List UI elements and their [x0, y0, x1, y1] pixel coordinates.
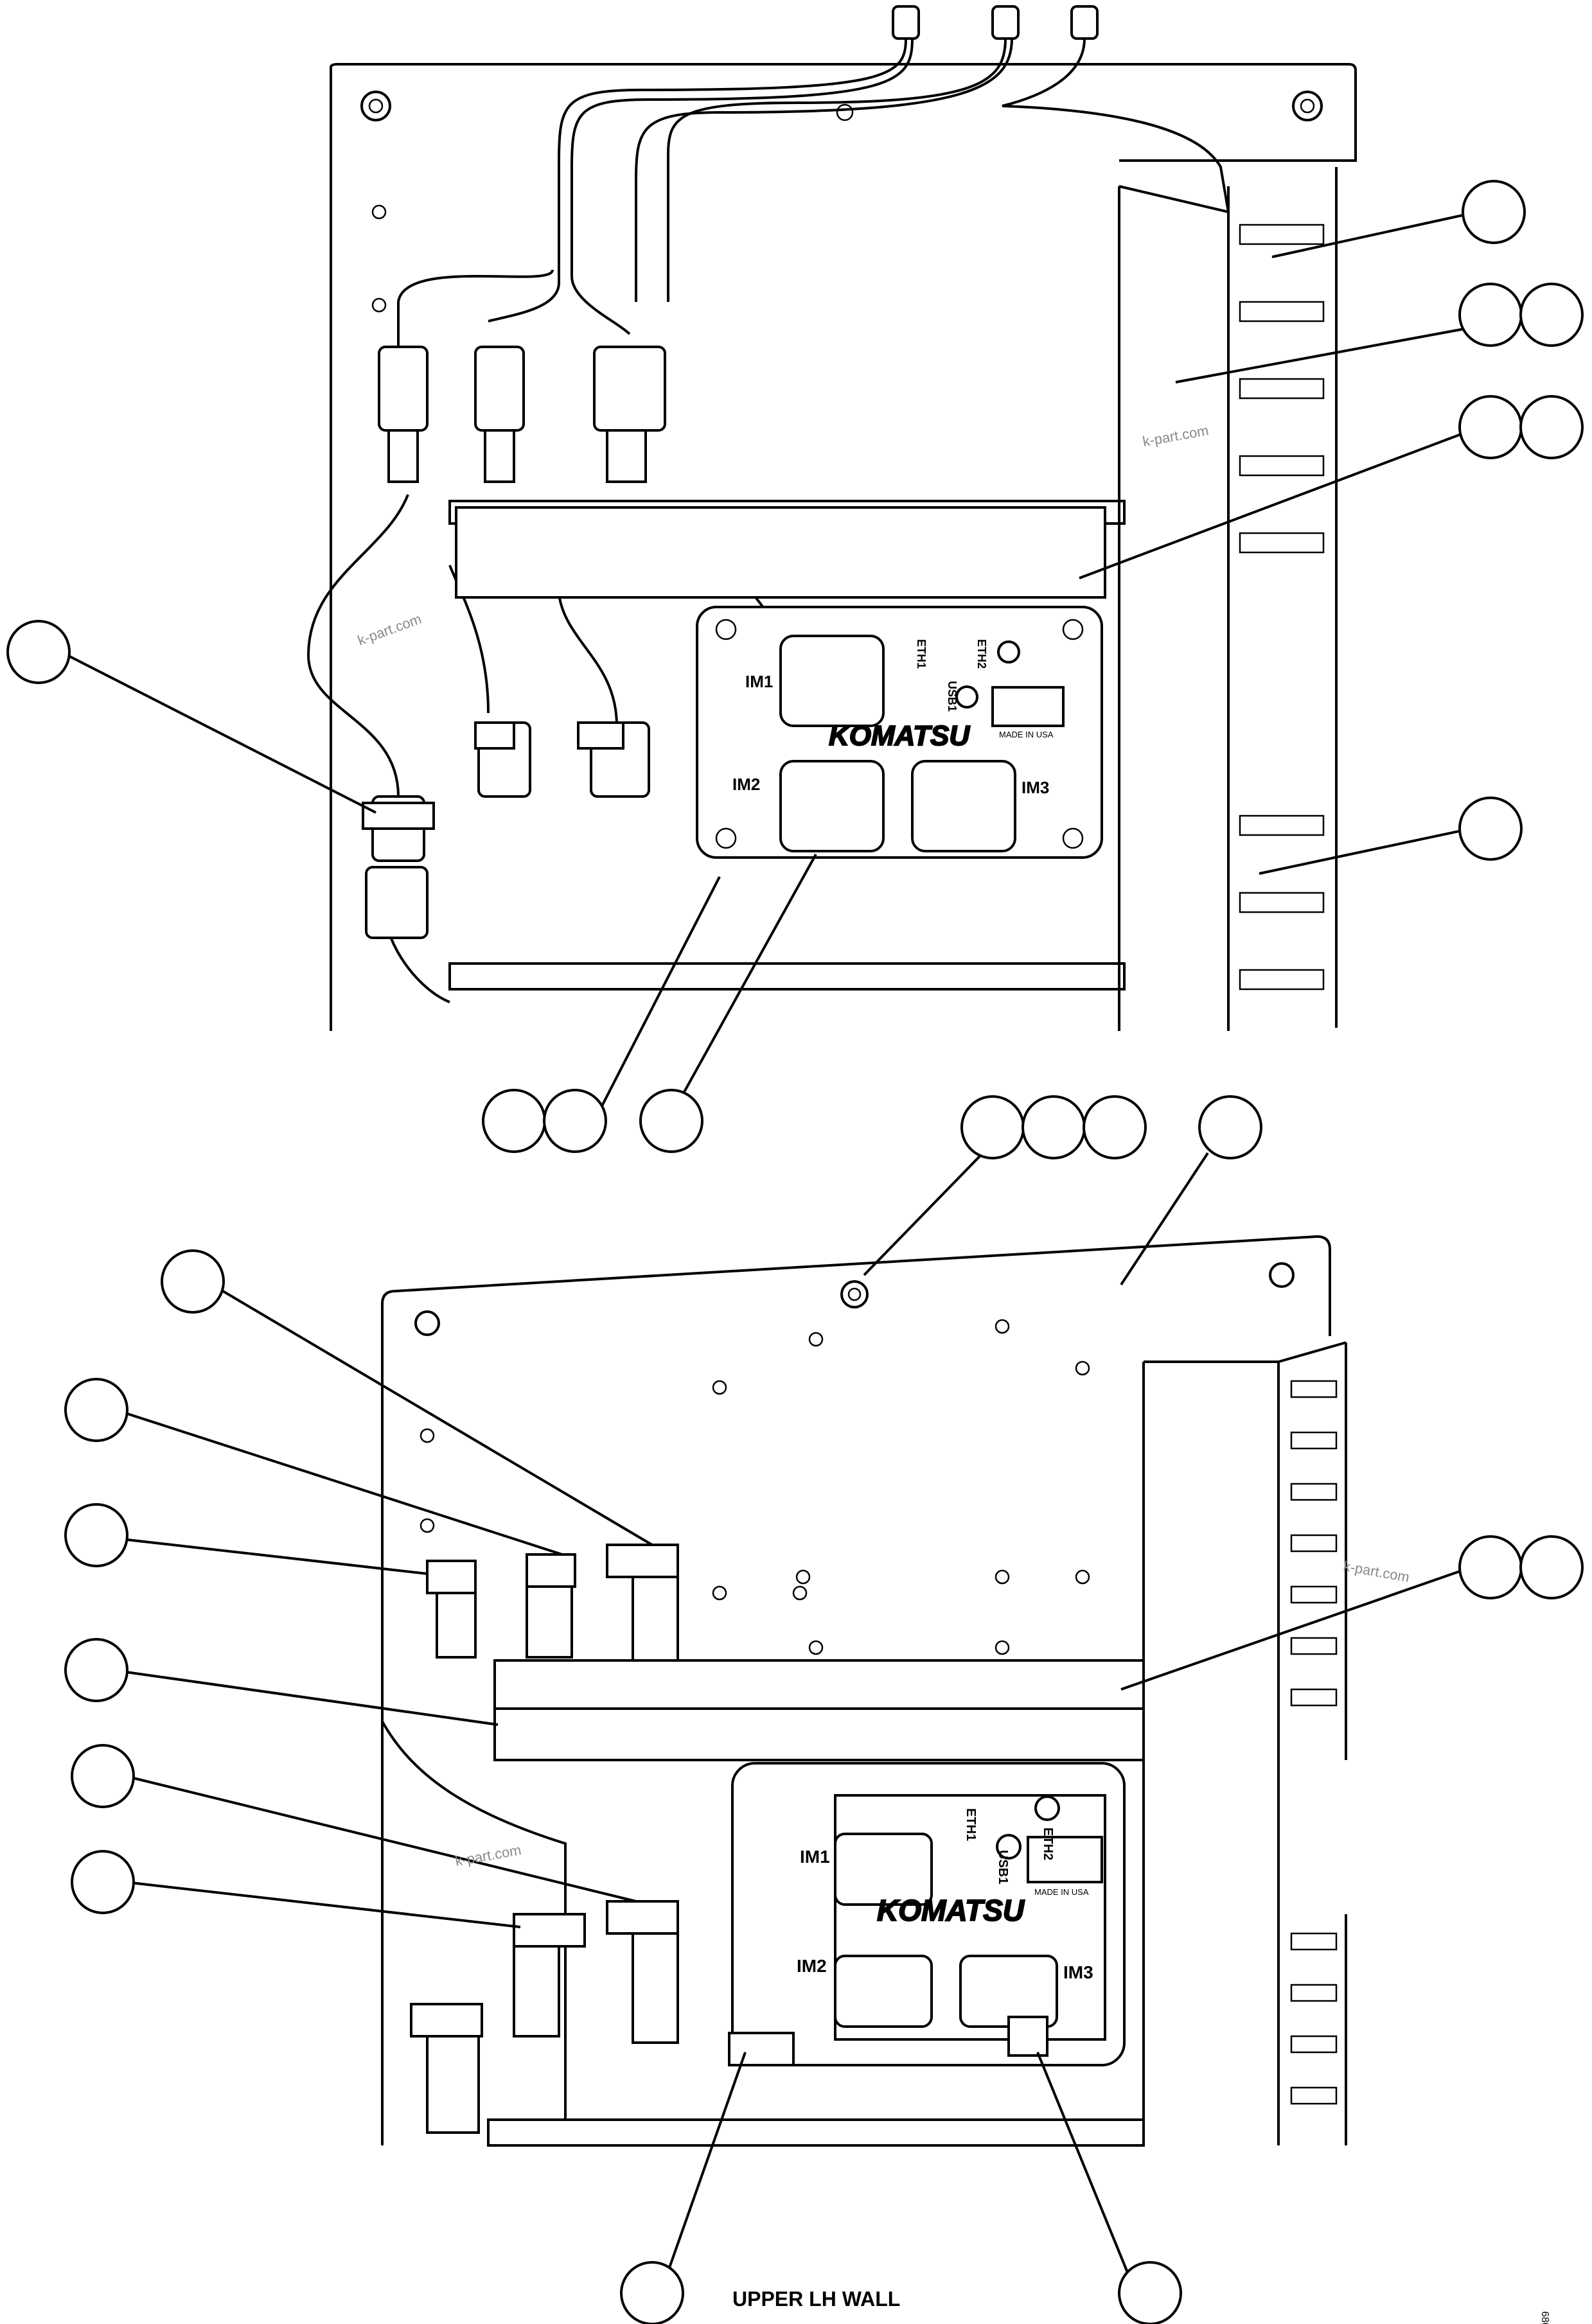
figure-code: 6805: [1539, 2311, 1550, 2324]
callout-bubble: [71, 1744, 135, 1808]
upper-mounting-panel: [330, 63, 1357, 1031]
lower-label-eth1: ETH1: [964, 1808, 978, 1841]
callout-bubble: [64, 1503, 128, 1567]
upper-controller: IM1 IM2 IM3 ETH1 ETH2 USB1 KOMATSU MADE …: [696, 606, 1103, 859]
lower-controller: IM1 IM2 IM3 ETH1 ETH2 USB1 KOMATSU MADE …: [728, 1762, 1126, 2066]
upper-connectors-top: [378, 346, 666, 483]
upper-label-im2: IM2: [732, 775, 760, 794]
callout-bubble: [6, 620, 71, 684]
lower-label-eth2: ETH2: [1041, 1827, 1055, 1860]
callout-bubble: [64, 1378, 128, 1442]
cable-glands: [892, 5, 1099, 40]
watermark-2: k-part.com: [355, 611, 423, 649]
callout-bubble: [1022, 1095, 1086, 1159]
callout-bubble: [482, 1089, 546, 1153]
callout-bubble: [620, 2261, 684, 2324]
upper-label-im3: IM3: [1022, 778, 1049, 797]
upper-label-im1: IM1: [745, 672, 773, 691]
lower-view: IM1 IM2 IM3 ETH1 ETH2 USB1 KOMATSU MADE …: [64, 1095, 1584, 2324]
callout-bubble: [1083, 1095, 1147, 1159]
watermark-1: k-part.com: [1142, 422, 1210, 450]
upper-panel-bolts: [360, 91, 1323, 313]
lower-brand-logo: KOMATSU: [877, 1894, 1025, 1927]
callout-bubble: [1458, 1535, 1523, 1599]
lower-top-callouts: [960, 1095, 1262, 1159]
upper-connectors-bottom: [362, 721, 650, 939]
lower-leader-lines: [112, 1283, 1472, 2281]
upper-label-eth2: ETH2: [975, 639, 988, 669]
callout-bubble: [1462, 180, 1526, 244]
upper-callouts: [6, 180, 1584, 1153]
callout-bubble: [1458, 283, 1523, 347]
lower-label-im1: IM1: [800, 1847, 830, 1867]
callout-bubble: [543, 1089, 607, 1153]
upper-leader-lines: [60, 211, 1478, 1122]
upper-label-usb1: USB1: [946, 681, 959, 712]
callout-bubble: [639, 1089, 703, 1153]
upper-label-eth1: ETH1: [915, 639, 928, 669]
upper-vertical-duct: [1118, 167, 1338, 1031]
view-caption: UPPER LH WALL: [732, 2287, 900, 2311]
callout-bubble: [64, 1638, 128, 1702]
lower-label-im3: IM3: [1063, 1962, 1093, 1982]
callout-bubble: [1118, 2261, 1182, 2324]
upper-made-in: MADE IN USA: [999, 730, 1054, 739]
lower-label-im2: IM2: [797, 1956, 827, 1976]
callout-bubble: [1519, 395, 1584, 459]
callout-bubble: [161, 1249, 225, 1314]
watermark-3: k-part.com: [1342, 1558, 1411, 1585]
callout-bubble: [1458, 395, 1523, 459]
lower-callouts: [64, 1249, 1584, 2324]
lower-top-leaders: [863, 1152, 1209, 1286]
callout-bubble: [1519, 1535, 1584, 1599]
upper-cable-duct: [448, 500, 1126, 990]
callout-bubble: [960, 1095, 1025, 1159]
callout-bubble: [71, 1850, 135, 1914]
lower-panel-bolts: [414, 1262, 1295, 1655]
callout-bubble: [1519, 283, 1584, 347]
callout-bubble: [1198, 1095, 1262, 1159]
upper-view: IM1 IM2 IM3 ETH1 ETH2 USB1 KOMATSU MADE …: [6, 5, 1584, 1153]
upper-brand-logo: KOMATSU: [829, 720, 970, 752]
lower-vertical-duct: [1142, 1341, 1347, 2145]
lower-made-in: MADE IN USA: [1034, 1887, 1089, 1897]
callout-bubble: [1458, 797, 1523, 861]
lower-mounting-panel: [381, 1235, 1331, 2145]
lower-label-usb1: USB1: [996, 1850, 1010, 1884]
lower-connectors: [410, 1544, 679, 2134]
